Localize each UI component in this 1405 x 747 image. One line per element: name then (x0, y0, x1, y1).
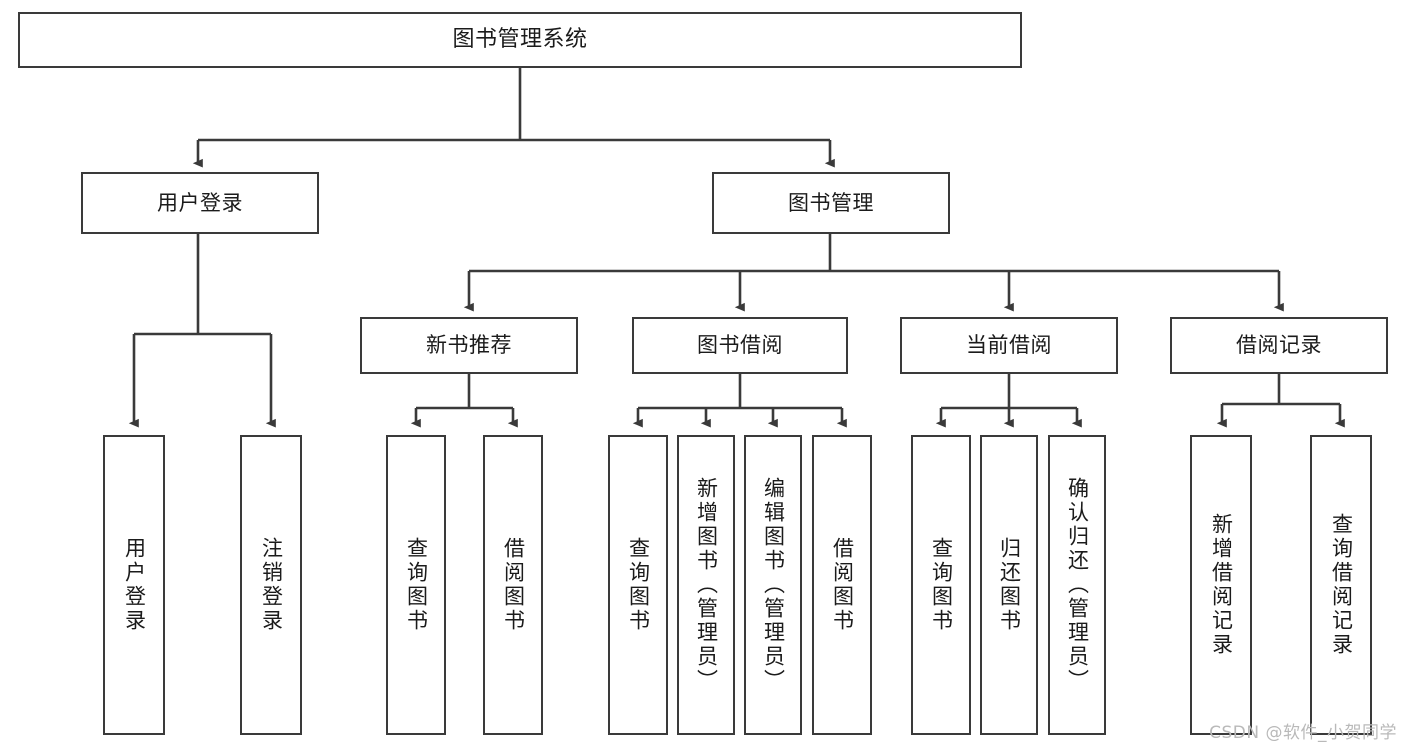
node-borrow-record[interactable]: 借阅记录 (1170, 317, 1388, 374)
node-leaf-confirm-return-label: 确认归还（管理员） (1065, 477, 1090, 693)
node-book-manage[interactable]: 图书管理 (712, 172, 950, 234)
node-leaf-borrow-book-1-label: 借阅图书 (501, 537, 526, 633)
node-leaf-return-book-label: 归还图书 (997, 537, 1022, 633)
node-leaf-borrow-book-2[interactable]: 借阅图书 (812, 435, 872, 735)
node-leaf-add-record[interactable]: 新增借阅记录 (1190, 435, 1252, 735)
node-leaf-user-logout[interactable]: 注销登录 (240, 435, 302, 735)
node-leaf-add-book-label: 新增图书（管理员） (694, 477, 719, 693)
node-leaf-edit-book-label: 编辑图书（管理员） (761, 477, 786, 693)
node-leaf-confirm-return[interactable]: 确认归还（管理员） (1048, 435, 1106, 735)
node-leaf-add-book[interactable]: 新增图书（管理员） (677, 435, 735, 735)
watermark-text: CSDN @软件_小贺同学 (1209, 723, 1397, 743)
node-leaf-return-book[interactable]: 归还图书 (980, 435, 1038, 735)
node-leaf-user-logout-label: 注销登录 (259, 537, 284, 633)
node-book-manage-label: 图书管理 (788, 190, 874, 215)
node-leaf-query-record[interactable]: 查询借阅记录 (1310, 435, 1372, 735)
node-user-login-label: 用户登录 (157, 190, 243, 215)
node-book-borrow-label: 图书借阅 (697, 333, 783, 358)
node-root-label: 图书管理系统 (452, 27, 588, 53)
node-new-book-recommend-label: 新书推荐 (426, 333, 512, 358)
node-leaf-user-login-label: 用户登录 (122, 537, 147, 633)
node-leaf-edit-book[interactable]: 编辑图书（管理员） (744, 435, 802, 735)
node-root[interactable]: 图书管理系统 (18, 12, 1022, 68)
node-leaf-query-book-2-label: 查询图书 (626, 537, 651, 633)
node-leaf-query-book-3[interactable]: 查询图书 (911, 435, 971, 735)
node-leaf-add-record-label: 新增借阅记录 (1209, 513, 1234, 657)
node-leaf-query-book-1[interactable]: 查询图书 (386, 435, 446, 735)
node-new-book-recommend[interactable]: 新书推荐 (360, 317, 578, 374)
node-leaf-borrow-book-1[interactable]: 借阅图书 (483, 435, 543, 735)
node-leaf-query-book-1-label: 查询图书 (404, 537, 429, 633)
node-borrow-record-label: 借阅记录 (1236, 333, 1322, 358)
node-book-borrow[interactable]: 图书借阅 (632, 317, 848, 374)
node-leaf-query-record-label: 查询借阅记录 (1329, 513, 1354, 657)
node-current-borrow-label: 当前借阅 (966, 333, 1052, 358)
node-leaf-borrow-book-2-label: 借阅图书 (830, 537, 855, 633)
node-leaf-query-book-3-label: 查询图书 (929, 537, 954, 633)
node-leaf-user-login[interactable]: 用户登录 (103, 435, 165, 735)
node-current-borrow[interactable]: 当前借阅 (900, 317, 1118, 374)
node-leaf-query-book-2[interactable]: 查询图书 (608, 435, 668, 735)
node-user-login[interactable]: 用户登录 (81, 172, 319, 234)
